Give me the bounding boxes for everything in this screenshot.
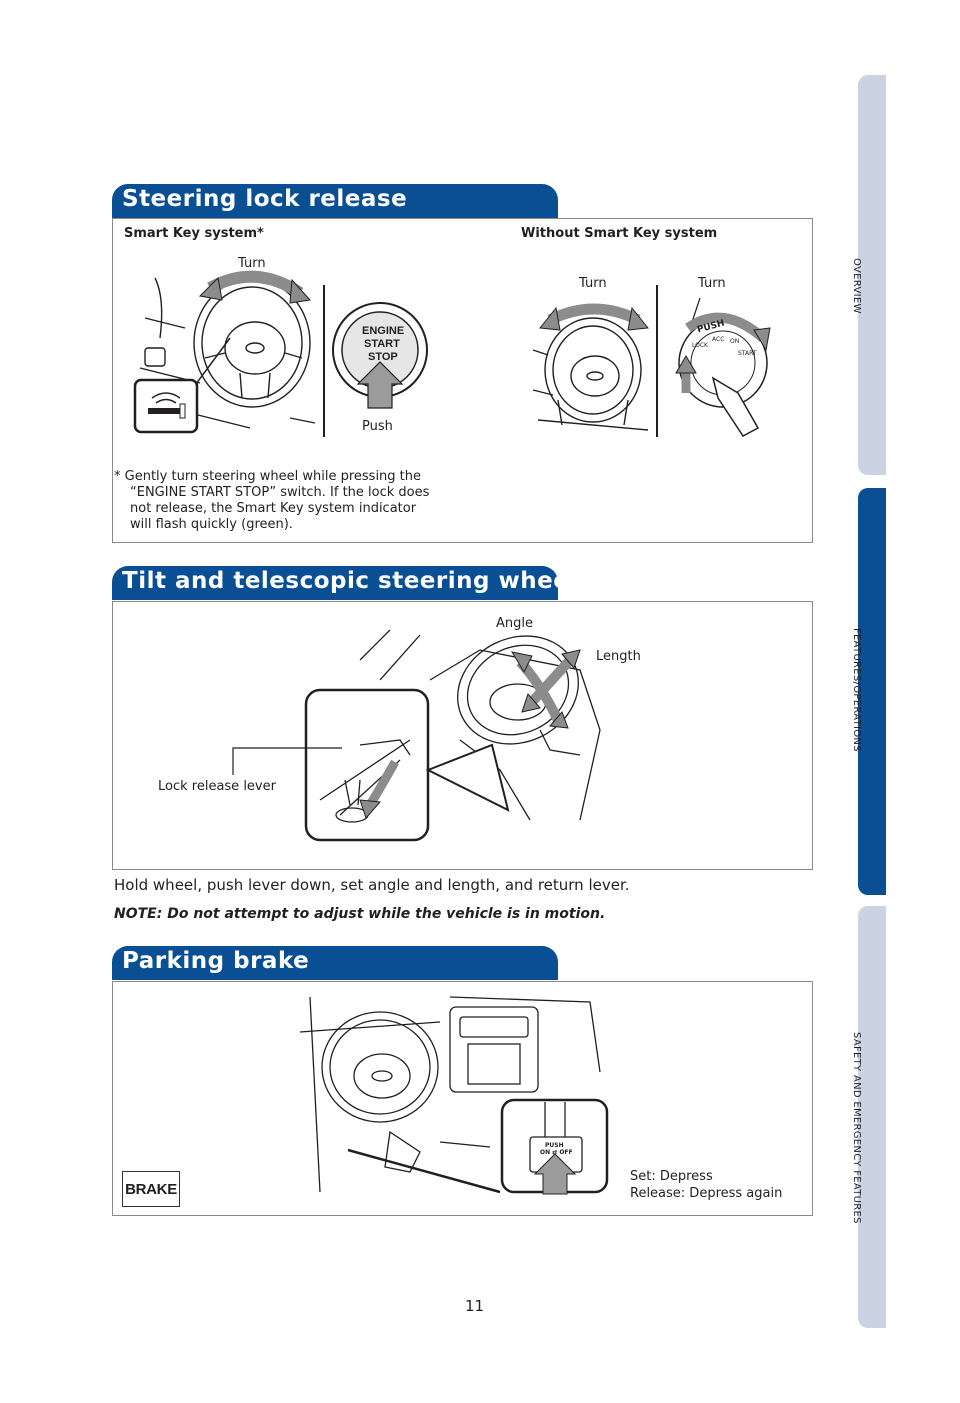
parking-set-label: Set: Depress [630,1169,713,1184]
footnote-line-2: “ENGINE START STOP” switch. If the lock … [130,485,430,500]
page-number: 11 [465,1297,485,1315]
ignition-key-illustration [675,297,771,437]
footnote-line-4: will flash quickly (green). [130,517,293,532]
divider-smart-key [323,285,325,437]
ignition-start-text: START [738,350,757,357]
smart-key-wheel-illustration [133,270,316,434]
engine-button-line-2: START [364,338,400,350]
parking-brake-illustration [299,996,609,1195]
tab-features-operations[interactable] [858,488,886,895]
brake-badge-text: BRAKE [125,1180,177,1198]
parking-banner: Parking brake [112,946,558,980]
parking-title: Parking brake [122,948,310,974]
angle-label: Angle [496,616,533,631]
ignition-on-text: ON [730,338,740,345]
tab-label-safety: SAFETY AND EMERGENCY FEATURES [851,1032,862,1224]
parking-release-label: Release: Depress again [630,1186,783,1201]
tilt-wheel-illustration [304,629,601,842]
without-smart-key-heading: Without Smart Key system [521,226,718,241]
tilt-instruction: Hold wheel, push lever down, set angle a… [114,876,630,894]
length-label: Length [596,649,641,664]
turn-label-wheel: Turn [579,276,607,291]
engine-button-line-1: ENGINE [362,325,405,337]
push-label: Push [362,419,393,434]
lever-leader-line [232,747,342,775]
tilt-title: Tilt and telescopic steering wheel [122,568,578,594]
divider-without-key [656,285,658,437]
turn-label-smart: Turn [238,256,266,271]
lock-release-lever-label: Lock release lever [158,779,276,794]
turn-label-key: Turn [698,276,726,291]
tab-overview[interactable] [858,75,886,475]
steering-lock-banner: Steering lock release [112,184,558,218]
engine-start-button [332,302,428,409]
pedal-onoff-text: ON ⇄ OFF [540,1149,573,1156]
pedal-push-text: PUSH [545,1142,564,1149]
tab-safety-emergency[interactable] [858,906,886,1328]
ignition-lock-text: LOCK [692,342,708,349]
tilt-banner: Tilt and telescopic steering wheel [112,566,577,600]
tab-label-overview: OVERVIEW [851,258,862,314]
footnote-line-1: * Gently turn steering wheel while press… [114,469,422,484]
steering-lock-title: Steering lock release [122,186,408,212]
tilt-note: NOTE: Do not attempt to adjust while the… [114,906,606,922]
tab-label-features-operations: FEATURES/OPERATIONS [851,628,862,752]
engine-button-line-3: STOP [368,351,398,363]
smart-key-heading: Smart Key system* [124,226,264,241]
parking-panel [112,981,813,1216]
footnote-line-3: not release, the Smart Key system indica… [130,501,417,516]
tilt-panel [112,601,813,870]
standard-wheel-illustration [532,303,649,431]
brake-indicator-badge: BRAKE [122,1171,180,1207]
ignition-acc-text: ACC [712,336,725,343]
